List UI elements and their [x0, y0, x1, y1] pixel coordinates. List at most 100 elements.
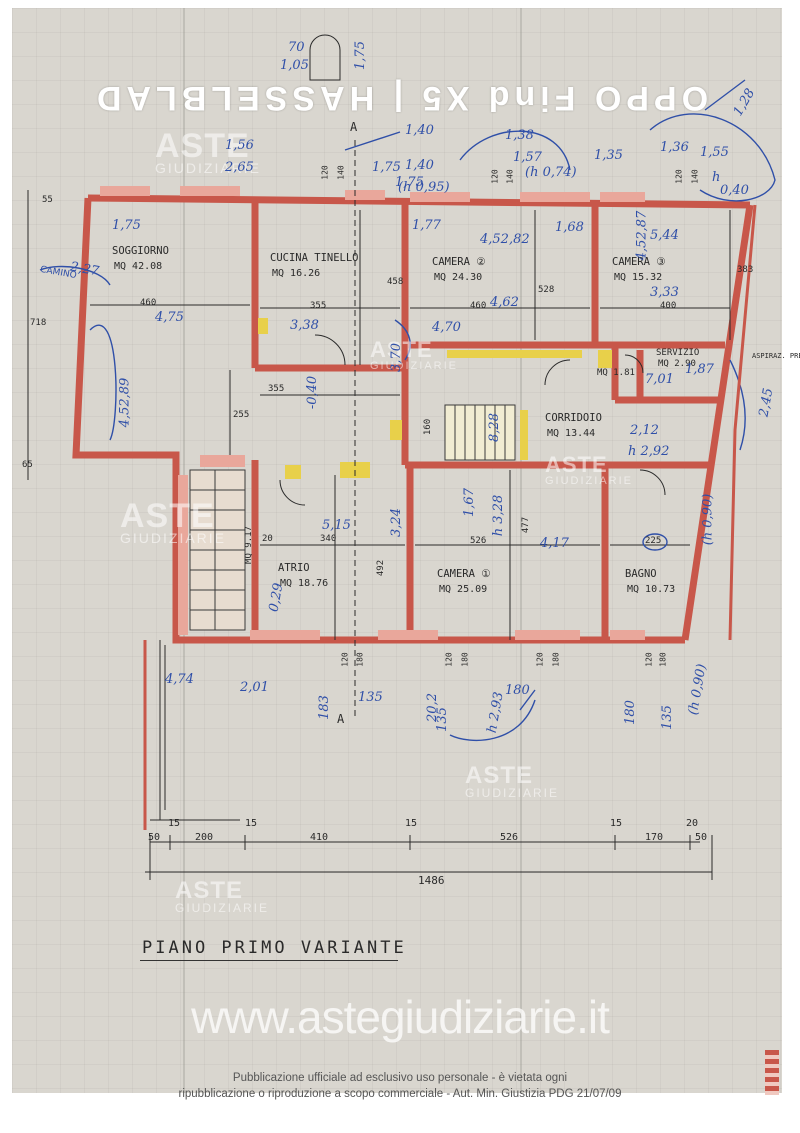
section-mark: A	[337, 712, 345, 726]
window-dimension: 140	[505, 169, 515, 184]
handwritten-note: 1,75	[112, 218, 141, 233]
handwritten-note: h 2,92	[628, 444, 670, 459]
handwritten-note: (h 0,95)	[398, 180, 450, 195]
room-area: MQ 25.09	[439, 584, 488, 595]
handwritten-note: 4,74	[165, 672, 194, 687]
handwritten-note: 1,67	[461, 488, 477, 517]
dimension-text: 160	[423, 418, 434, 436]
dimension-text: 410	[310, 832, 329, 843]
section-mark: A	[350, 120, 358, 134]
handwritten-note: 135	[434, 707, 450, 732]
dimension-text: 460	[140, 298, 157, 308]
dimension-text: 718	[30, 318, 47, 328]
handwritten-note: 1,38	[505, 128, 534, 143]
handwritten-note: 1,40	[405, 158, 434, 173]
room-name: CAMERA ①	[437, 568, 491, 580]
dimension-text: 20	[686, 818, 699, 829]
dimension-text: 170	[645, 832, 664, 843]
handwritten-note: 2,12	[630, 423, 659, 438]
room-name: CAMERA ②	[432, 256, 486, 268]
dimension-text: 383	[737, 265, 754, 275]
plan-title: PIANO PRIMO VARIANTE	[142, 938, 407, 958]
dimension-text: 526	[500, 832, 519, 843]
window-dimension: 140	[690, 169, 700, 184]
dimension-text: 225	[645, 536, 662, 546]
handwritten-note: 1,40	[405, 123, 434, 138]
room-name: SERVIZIO	[656, 348, 700, 358]
handwritten-note: 1,75	[395, 175, 424, 190]
paper-fold	[520, 8, 522, 1093]
walls	[72, 194, 754, 644]
website-watermark: www.astegiudiziarie.it	[191, 991, 610, 1043]
handwritten-note: 1,55	[700, 145, 729, 160]
overall-dimension: 1486	[418, 874, 445, 887]
handwritten-note: -0,40	[305, 375, 321, 410]
dimension-text: 355	[310, 301, 327, 311]
dimension-text: 526	[470, 536, 487, 546]
handwritten-note: 1,87	[685, 362, 714, 377]
handwritten-note: 4,70	[432, 320, 461, 335]
notice-line: Pubblicazione ufficiale ad esclusivo uso…	[232, 1072, 568, 1084]
handwritten-note: 1,36	[660, 140, 689, 155]
dimension-text: 477	[521, 516, 532, 534]
room-area: MQ 10.73	[627, 584, 676, 595]
dimension-text: 458	[387, 277, 404, 287]
room-name: CORRIDOIO	[545, 412, 602, 424]
yellow-fills	[258, 318, 612, 479]
handwritten-note: 1,75	[372, 160, 401, 175]
handwritten-note: 183	[316, 695, 332, 720]
handwritten-note: 70	[288, 40, 305, 55]
handwritten-note: 4,52,82	[480, 232, 530, 247]
room-area: MQ 18.76	[280, 578, 329, 589]
handwritten-note: 5,15	[322, 518, 351, 533]
window-dimension: 140	[336, 165, 346, 180]
window-dimension: 120	[444, 652, 454, 667]
dimension-text: 65	[22, 460, 33, 470]
dimension-text: 340	[320, 534, 337, 544]
dimension-text: 15	[168, 818, 181, 829]
outer-wall-right	[728, 204, 757, 641]
dimension-text: 15	[245, 818, 258, 829]
dimension-text: 528	[538, 285, 555, 295]
window-dimension: 120	[674, 169, 684, 184]
handwritten-note: 5,44	[650, 228, 679, 243]
handwritten-note: 1,35	[594, 148, 623, 163]
handwritten-note: 1,05	[280, 58, 309, 73]
room-name: SOGGIORNO	[112, 245, 169, 257]
notice-line: ripubblicazione o riproduzione a scopo c…	[178, 1087, 622, 1100]
window-top-sketch	[309, 34, 341, 81]
room-area: MQ 24.30	[434, 272, 483, 283]
handwritten-note: (h 0,74)	[525, 165, 577, 180]
handwritten-note: 4,52,89	[117, 377, 133, 428]
room-name: ATRIO	[278, 562, 310, 574]
handwritten-note: 180	[622, 700, 638, 725]
plan-label: MQ 1.81	[597, 368, 635, 378]
handwritten-note: 0,40	[720, 183, 749, 198]
plan-label: ASPIRAZ. PRESA	[752, 352, 800, 360]
handwritten-note: (h 0,90)	[700, 493, 716, 546]
plan-title-underline	[140, 960, 398, 961]
handwritten-note: h	[712, 170, 721, 185]
dimension-text: 492	[376, 559, 387, 577]
handwritten-note: 8,28	[486, 413, 502, 442]
window-dimension: 180	[460, 652, 470, 667]
dimension-text: 400	[660, 301, 677, 311]
red-edge-tape	[765, 1050, 779, 1095]
handwritten-note: 4,62	[490, 295, 519, 310]
room-area: MQ 13.44	[547, 428, 596, 439]
dimension-text: 255	[233, 410, 250, 420]
handwritten-note: 3,38	[290, 318, 319, 333]
window-dimension: 120	[535, 652, 545, 667]
dimension-text: 355	[268, 384, 285, 394]
handwritten-note: 3,24	[388, 508, 404, 537]
handwritten-note: 4,17	[540, 536, 569, 551]
handwritten-note: 4,52,87	[634, 210, 650, 261]
room-name: CUCINA TINELLO	[270, 252, 359, 264]
dimension-lines	[27, 190, 731, 880]
handwritten-note: 7,01	[645, 372, 674, 387]
